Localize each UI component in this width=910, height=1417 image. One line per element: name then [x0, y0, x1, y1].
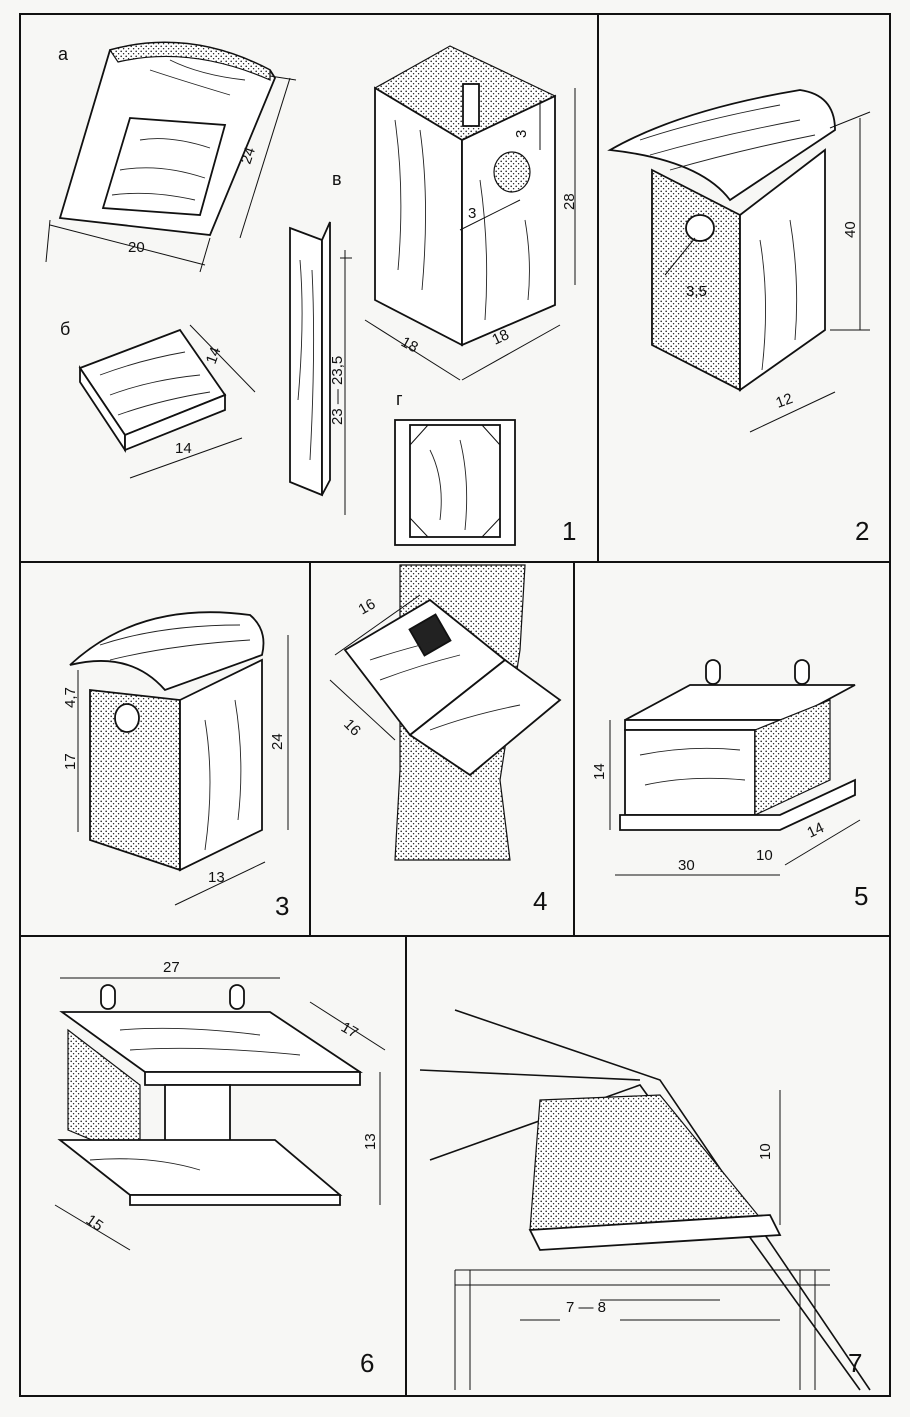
figure-number-5: 5 — [854, 881, 868, 911]
dim-f4-side: 16 — [340, 716, 364, 740]
figure-1: а б в г 20 24 14 14 23 — 23,5 3 3 28 18 … — [45, 41, 578, 546]
label-v: в — [332, 169, 342, 189]
dim-f4-top: 16 — [356, 595, 379, 618]
dim-f1v-height: 28 — [561, 193, 578, 210]
panel-frames — [19, 13, 891, 1397]
figure-4: 16 16 4 — [329, 564, 562, 916]
dim-f5-depth: 14 — [805, 819, 827, 841]
dim-f1v-depth: 18 — [398, 334, 421, 357]
dim-f1v-hole-side: 3 — [468, 205, 476, 222]
figure-number-7: 7 — [848, 1348, 862, 1378]
dim-f1b-width: 14 — [203, 345, 225, 366]
figure-number-2: 2 — [855, 516, 869, 546]
dim-f6-length: 27 — [163, 959, 180, 976]
figure-number-6: 6 — [360, 1348, 374, 1378]
dim-f1a-width: 20 — [128, 239, 145, 256]
label-a: а — [58, 44, 69, 64]
dim-f2-width: 12 — [774, 390, 795, 412]
dim-f7-gap: 7 — 8 — [566, 1299, 606, 1316]
dim-f1v-width: 18 — [490, 326, 512, 348]
roof-board-a — [45, 41, 297, 273]
dim-f5-height: 14 — [591, 763, 608, 780]
dim-f3-height: 24 — [269, 733, 286, 750]
dim-f1a-length: 24 — [238, 145, 259, 166]
label-b: б — [60, 319, 70, 339]
figure-2: 40 3,5 12 2 — [607, 89, 871, 546]
dim-f6-height: 13 — [362, 1133, 379, 1150]
dim-f3-hole-pos: 4,7 — [62, 687, 79, 708]
dim-f1-pole: 23 — 23,5 — [329, 356, 346, 425]
pole — [289, 221, 352, 515]
figure-7: 10 7 — 8 7 — [419, 1009, 871, 1391]
square-board-b — [78, 324, 256, 479]
dim-f5-gap: 10 — [756, 847, 773, 864]
dim-f6-roof-depth: 17 — [338, 1019, 361, 1042]
dim-f1v-hole-top: 3 — [513, 130, 530, 138]
dim-f6-depth: 15 — [83, 1211, 106, 1234]
figure-number-3: 3 — [275, 891, 289, 921]
figure-5: 14 30 10 14 5 — [591, 659, 868, 911]
figure-3: 4,7 17 24 13 3 — [62, 611, 289, 921]
label-g: г — [396, 389, 403, 409]
dim-f2-hole: 3,5 — [686, 283, 707, 300]
nest-box-v — [364, 45, 576, 381]
figure-number-4: 4 — [533, 886, 547, 916]
floor-g — [394, 419, 516, 546]
dim-f3-width: 13 — [208, 869, 225, 886]
figure-6: 27 17 13 15 6 — [54, 959, 386, 1378]
dim-f5-length: 30 — [678, 857, 695, 874]
dim-f3-front: 17 — [62, 753, 79, 770]
dim-f7-height: 10 — [757, 1143, 774, 1160]
dim-f1b-length: 14 — [175, 440, 192, 457]
figure-number-1: 1 — [562, 516, 576, 546]
dim-f2-height: 40 — [842, 221, 859, 238]
